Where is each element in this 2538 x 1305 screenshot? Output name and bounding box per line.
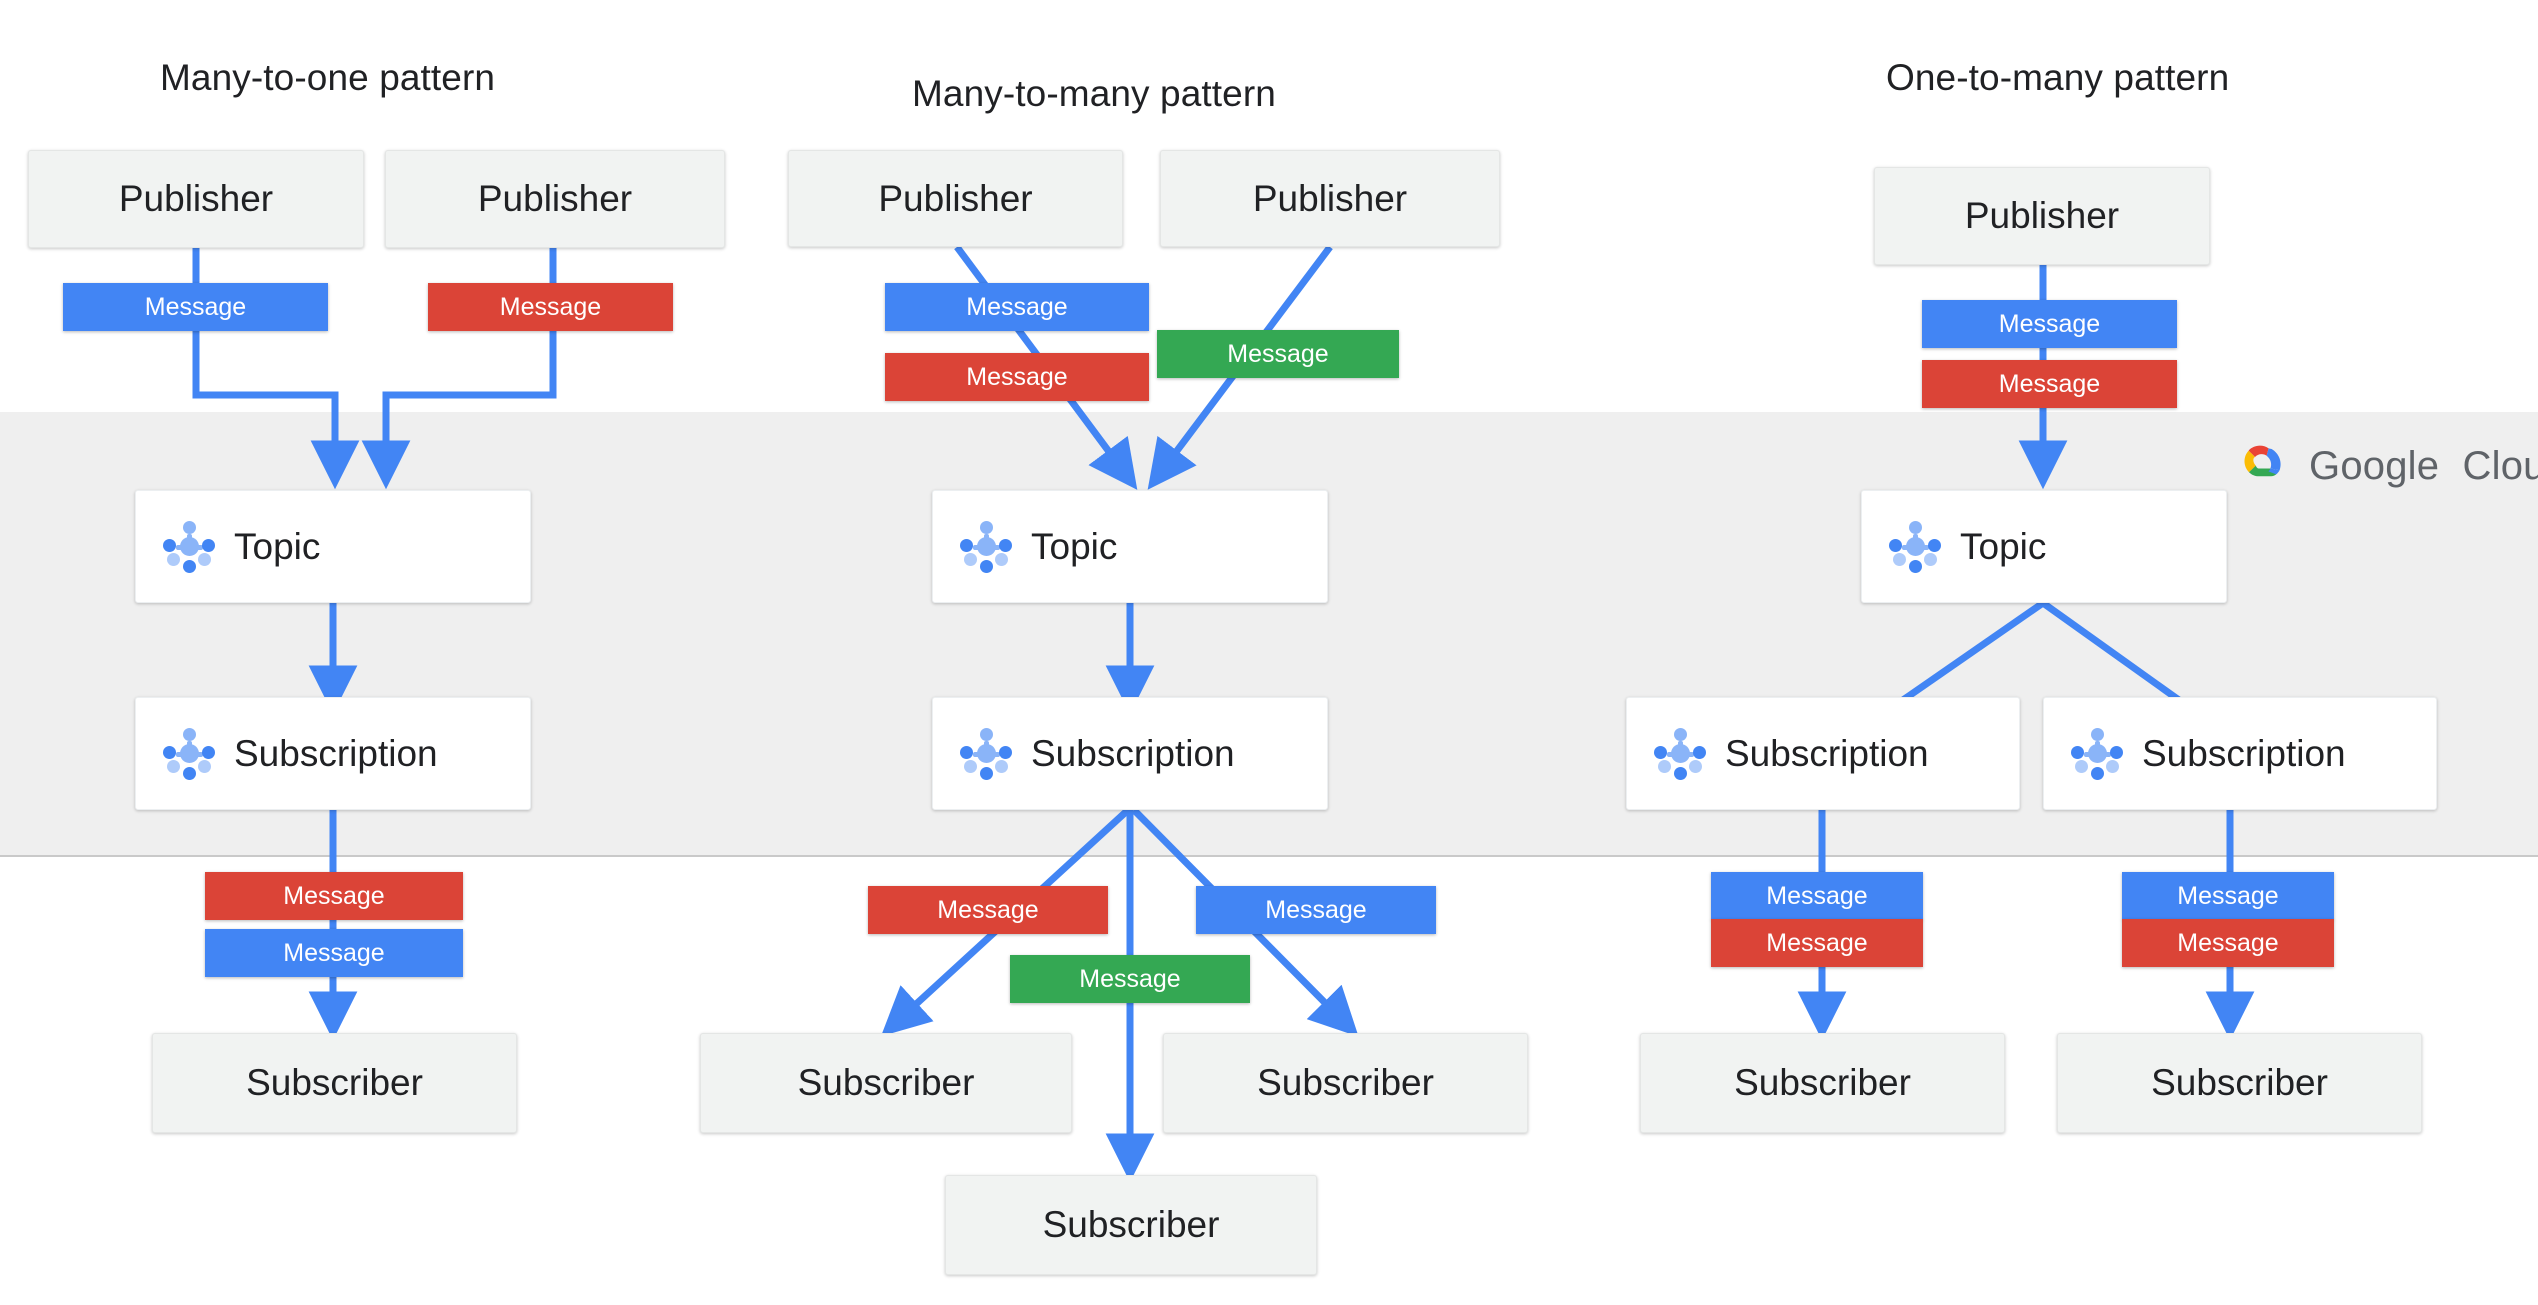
subscription-node[interactable]: Subscription (135, 697, 531, 810)
node-label: Subscriber (246, 1062, 423, 1103)
message-chip: Message (1157, 330, 1399, 378)
publisher-node[interactable]: Publisher (28, 150, 364, 248)
node-label: Subscription (2142, 732, 2346, 774)
message-chip: Message (2122, 919, 2334, 967)
pattern-title-many-to-many: Many-to-many pattern (912, 73, 1276, 114)
publisher-node[interactable]: Publisher (1874, 167, 2210, 265)
node-label: Topic (234, 525, 321, 567)
subscription-node[interactable]: Subscription (932, 697, 1328, 810)
node-label: Publisher (118, 178, 274, 219)
node-label: Subscription (1031, 732, 1235, 774)
subscriber-node[interactable]: Subscriber (1163, 1033, 1528, 1133)
pubsub-topic-icon (959, 520, 1013, 574)
message-chip: Message (2122, 872, 2334, 920)
message-label: Message (1265, 895, 1367, 924)
message-label: Message (2177, 881, 2279, 910)
topic-node[interactable]: Topic (135, 490, 531, 603)
topic-node[interactable]: Topic (1861, 490, 2227, 603)
message-chip: Message (885, 353, 1149, 401)
pubsub-topic-icon (1888, 520, 1942, 574)
node-label: Subscriber (1734, 1062, 1911, 1103)
message-label: Message (937, 895, 1039, 924)
subscriber-node[interactable]: Subscriber (945, 1175, 1317, 1275)
logo-word-google: Google (2309, 443, 2440, 488)
subscription-node[interactable]: Subscription (2043, 697, 2437, 810)
node-label: Publisher (1964, 195, 2120, 236)
node-label: Topic (1031, 525, 1118, 567)
message-label: Message (966, 292, 1068, 321)
node-label: Publisher (477, 178, 633, 219)
pattern-title-many-to-one: Many-to-one pattern (160, 57, 496, 98)
google-cloud-wordmark: Google Cloud (2309, 444, 2538, 489)
subscriber-node[interactable]: Subscriber (2057, 1033, 2422, 1133)
message-label: Message (1766, 928, 1868, 957)
topic-node[interactable]: Topic (932, 490, 1328, 603)
message-label: Message (1079, 964, 1181, 993)
message-chip: Message (205, 929, 463, 977)
message-chip: Message (63, 283, 328, 331)
message-label: Message (1227, 339, 1329, 368)
message-chip: Message (868, 886, 1108, 934)
node-label: Subscription (234, 732, 438, 774)
message-chip: Message (1010, 955, 1250, 1003)
node-label: Subscription (1725, 732, 1929, 774)
message-chip: Message (1922, 360, 2177, 408)
node-label: Topic (1960, 525, 2047, 567)
message-chip: Message (1922, 300, 2177, 348)
message-chip: Message (1196, 886, 1436, 934)
subscriber-node[interactable]: Subscriber (700, 1033, 1072, 1133)
message-label: Message (283, 938, 385, 967)
publisher-node[interactable]: Publisher (1160, 150, 1500, 247)
message-chip: Message (428, 283, 673, 331)
google-cloud-cloud-icon (2244, 445, 2281, 477)
pubsub-topic-icon (162, 520, 216, 574)
message-label: Message (1998, 369, 2101, 398)
message-label: Message (966, 362, 1068, 391)
node-label: Subscriber (2151, 1062, 2328, 1103)
message-chip: Message (1711, 919, 1923, 967)
subscriber-node[interactable]: Subscriber (1640, 1033, 2005, 1133)
pubsub-subscription-icon (162, 727, 216, 781)
pattern-title-one-to-many: One-to-many pattern (1886, 57, 2230, 98)
node-label: Publisher (878, 177, 1033, 219)
pubsub-subscription-icon (1653, 727, 1707, 781)
google-cloud-logo: Google Cloud (2235, 443, 2538, 489)
publisher-node[interactable]: Publisher (385, 150, 725, 248)
subscription-node[interactable]: Subscription (1626, 697, 2020, 810)
pubsub-subscription-icon (2070, 727, 2124, 781)
message-chip: Message (885, 283, 1149, 331)
subscriber-node[interactable]: Subscriber (152, 1033, 517, 1133)
logo-word-cloud: Cloud (2462, 443, 2538, 488)
message-chip: Message (1711, 872, 1923, 920)
message-label: Message (283, 881, 385, 910)
message-label: Message (2177, 928, 2279, 957)
node-label: Subscriber (797, 1062, 975, 1103)
node-label: Publisher (1252, 177, 1408, 219)
message-label: Message (499, 292, 602, 321)
node-label: Subscriber (1042, 1204, 1220, 1245)
pubsub-subscription-icon (959, 727, 1013, 781)
publisher-node[interactable]: Publisher (788, 150, 1123, 247)
message-label: Message (1998, 309, 2101, 338)
message-chip: Message (205, 872, 463, 920)
message-label: Message (144, 292, 247, 321)
message-label: Message (1766, 881, 1868, 910)
node-label: Subscriber (1257, 1062, 1434, 1103)
